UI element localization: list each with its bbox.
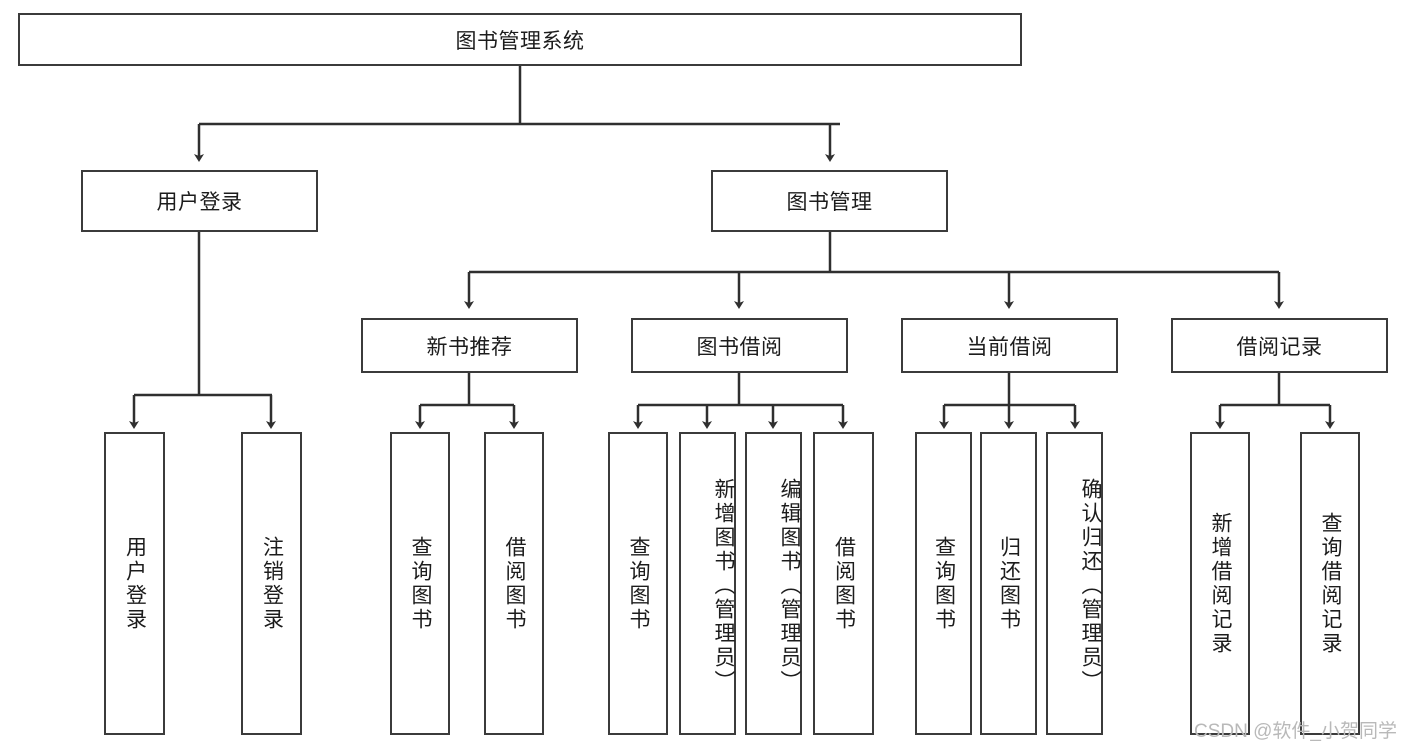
node-edit-book-label: 编辑图书（管理员）: [778, 477, 801, 694]
node-logout-leaf[interactable]: 注销登录: [241, 432, 302, 735]
node-confirm-return[interactable]: 确认归还（管理员）: [1046, 432, 1103, 735]
node-book-manage[interactable]: 图书管理: [711, 170, 948, 232]
node-borrow-book-2-label: 借阅图书: [832, 535, 856, 632]
node-add-book-label: 新增图书（管理员）: [712, 477, 735, 694]
node-root[interactable]: 图书管理系统: [18, 13, 1022, 66]
node-user-login[interactable]: 用户登录: [81, 170, 318, 232]
node-user-login-leaf-label: 用户登录: [123, 535, 147, 632]
node-borrow-book-1[interactable]: 借阅图书: [484, 432, 544, 735]
node-logout-leaf-label: 注销登录: [260, 535, 284, 632]
node-confirm-return-label: 确认归还（管理员）: [1079, 477, 1102, 694]
node-add-borrow-record-label: 新增借阅记录: [1209, 511, 1233, 656]
node-query-borrow-record-label: 查询借阅记录: [1319, 511, 1343, 656]
node-return-book[interactable]: 归还图书: [980, 432, 1037, 735]
node-query-book-3-label: 查询图书: [932, 535, 956, 632]
node-query-book-2-label: 查询图书: [627, 535, 651, 632]
node-add-borrow-record[interactable]: 新增借阅记录: [1190, 432, 1250, 735]
node-borrow-record-label: 借阅记录: [1236, 335, 1323, 359]
node-query-borrow-record[interactable]: 查询借阅记录: [1300, 432, 1360, 735]
node-book-borrow-label: 图书借阅: [696, 335, 783, 359]
node-current-borrow[interactable]: 当前借阅: [901, 318, 1118, 373]
node-add-book[interactable]: 新增图书（管理员）: [679, 432, 736, 735]
node-return-book-label: 归还图书: [997, 535, 1021, 632]
node-query-book-1-label: 查询图书: [409, 535, 433, 632]
node-new-book-recommend[interactable]: 新书推荐: [361, 318, 578, 373]
node-borrow-record[interactable]: 借阅记录: [1171, 318, 1388, 373]
node-borrow-book-1-label: 借阅图书: [503, 535, 527, 632]
node-new-book-recommend-label: 新书推荐: [426, 335, 513, 359]
node-user-login-leaf[interactable]: 用户登录: [104, 432, 165, 735]
node-root-label: 图书管理系统: [455, 29, 585, 53]
node-borrow-book-2[interactable]: 借阅图书: [813, 432, 874, 735]
node-edit-book[interactable]: 编辑图书（管理员）: [745, 432, 802, 735]
node-query-book-2[interactable]: 查询图书: [608, 432, 668, 735]
node-query-book-1[interactable]: 查询图书: [390, 432, 450, 735]
node-current-borrow-label: 当前借阅: [966, 335, 1053, 359]
node-book-borrow[interactable]: 图书借阅: [631, 318, 848, 373]
node-query-book-3[interactable]: 查询图书: [915, 432, 972, 735]
node-book-manage-label: 图书管理: [786, 191, 873, 214]
node-user-login-label: 用户登录: [156, 191, 243, 214]
